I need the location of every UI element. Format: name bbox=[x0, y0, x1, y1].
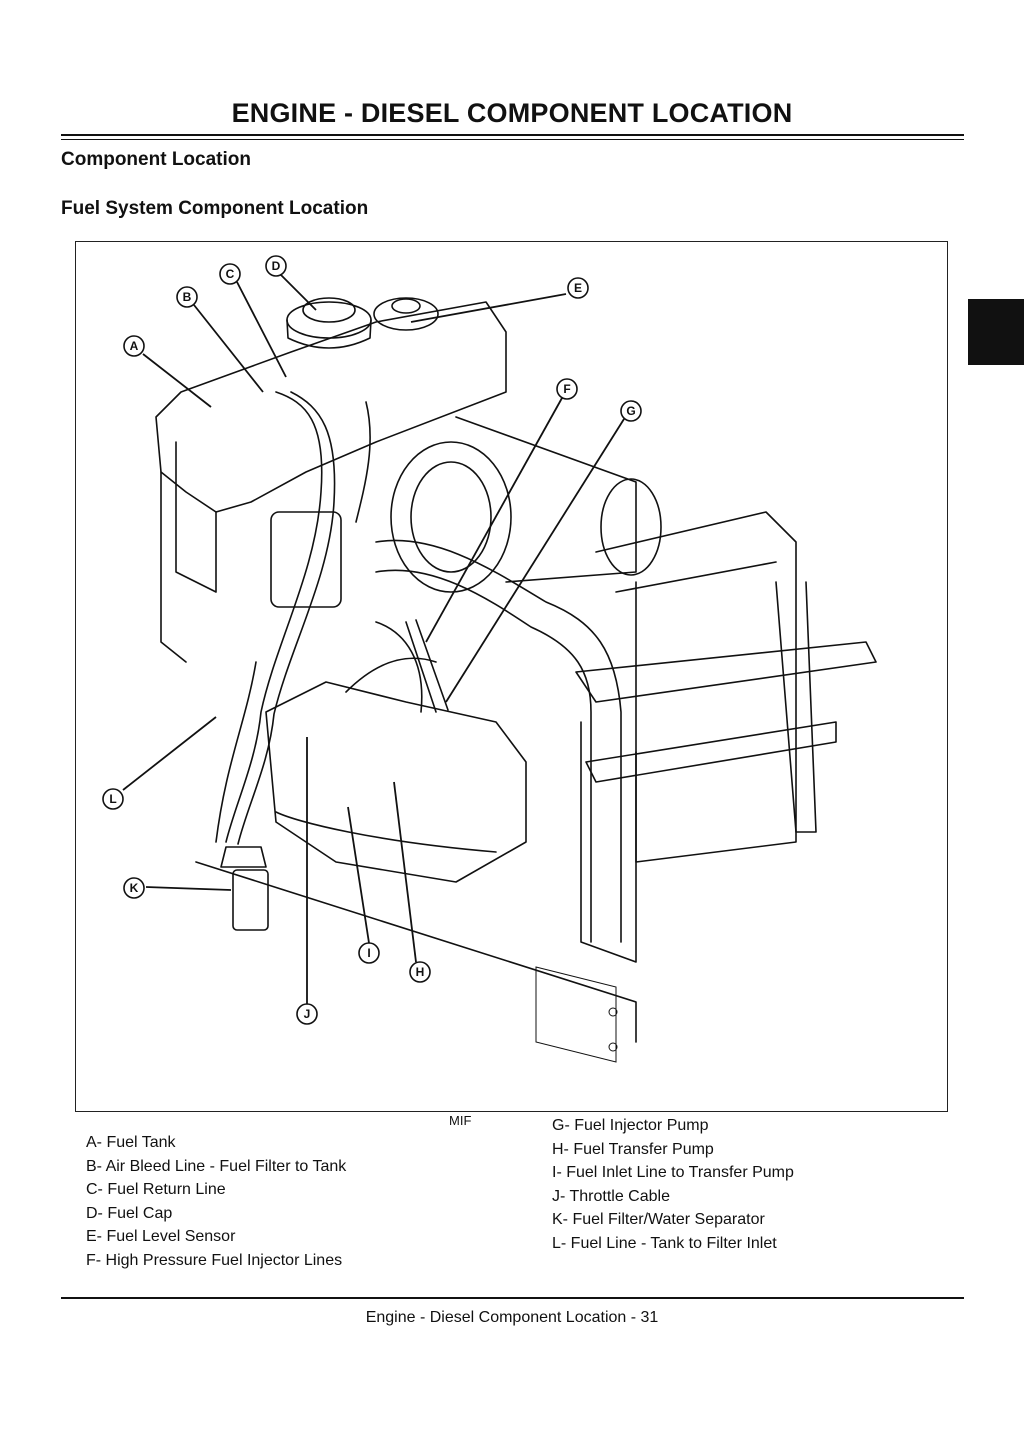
leader-h bbox=[393, 781, 417, 963]
legend-item: A- Fuel Tank bbox=[86, 1134, 176, 1151]
legend-item: F- High Pressure Fuel Injector Lines bbox=[86, 1251, 343, 1269]
callout-i: I bbox=[358, 942, 380, 964]
svg-text:A: A bbox=[130, 339, 139, 353]
callout-d: D bbox=[265, 255, 287, 277]
legend-item: K- Fuel Filter/Water Separator bbox=[552, 1211, 765, 1228]
svg-text:I: I bbox=[367, 946, 370, 960]
callout-k: K bbox=[123, 877, 145, 899]
legend-item: D- Fuel Cap bbox=[86, 1204, 173, 1222]
svg-text:D: D bbox=[272, 259, 281, 273]
fuel-level-sensor-shape bbox=[373, 297, 439, 331]
legend-item: C- Fuel Return Line bbox=[86, 1181, 226, 1198]
callout-l: L bbox=[102, 788, 124, 810]
callout-a: A bbox=[123, 335, 145, 357]
callout-c: C bbox=[219, 263, 241, 285]
footer-rule bbox=[61, 1297, 964, 1299]
svg-text:G: G bbox=[626, 404, 635, 418]
leader-i bbox=[347, 806, 370, 944]
legend-right: G- Fuel Injector Pump H- Fuel Transfer P… bbox=[552, 1114, 794, 1255]
svg-text:E: E bbox=[574, 281, 582, 295]
chapter-thumb-tab bbox=[968, 299, 1024, 365]
svg-text:B: B bbox=[183, 290, 192, 304]
leader-b bbox=[193, 304, 264, 393]
leader-g bbox=[445, 418, 625, 703]
svg-text:K: K bbox=[130, 881, 139, 895]
engine-illustration: A B C D E F G H I J K L bbox=[75, 241, 948, 1112]
leader-l bbox=[122, 716, 217, 791]
leader-d bbox=[280, 274, 317, 311]
svg-text:J: J bbox=[304, 1007, 311, 1021]
engine-drawing: A B C D E F G H I J K L bbox=[102, 255, 877, 1063]
leader-c bbox=[236, 281, 287, 378]
legend-item: E- Fuel Level Sensor bbox=[86, 1228, 236, 1245]
legend-item: J- Throttle Cable bbox=[552, 1187, 670, 1205]
leader-e bbox=[410, 293, 567, 323]
title-rule-thin bbox=[61, 139, 964, 140]
callout-b: B bbox=[176, 286, 198, 308]
section-heading: Component Location bbox=[61, 149, 251, 170]
callout-j: J bbox=[296, 1003, 318, 1025]
legend-left: A- Fuel Tank B- Air Bleed Line - Fuel Fi… bbox=[86, 1131, 346, 1272]
title-rule bbox=[61, 134, 964, 136]
air-cleaner bbox=[390, 441, 512, 593]
svg-text:F: F bbox=[563, 382, 570, 396]
legend-item: B- Air Bleed Line - Fuel Filter to Tank bbox=[86, 1157, 347, 1175]
callout-h: H bbox=[409, 961, 431, 983]
fuel-filter-shape bbox=[220, 846, 267, 868]
callout-f: F bbox=[556, 378, 578, 400]
figure-code: MIF bbox=[449, 1113, 472, 1128]
svg-text:L: L bbox=[109, 792, 116, 806]
page-title: ENGINE - DIESEL COMPONENT LOCATION bbox=[231, 98, 793, 128]
callout-e: E bbox=[567, 277, 589, 299]
page-footer: Engine - Diesel Component Location - 31 bbox=[365, 1309, 659, 1326]
svg-text:C: C bbox=[226, 267, 235, 281]
leader-k bbox=[145, 886, 232, 891]
svg-text:H: H bbox=[416, 965, 425, 979]
legend-item: G- Fuel Injector Pump bbox=[552, 1117, 709, 1134]
fuel-tank-outline bbox=[155, 301, 507, 513]
leader-f bbox=[425, 397, 563, 643]
leader-a bbox=[142, 353, 212, 408]
legend-item: I- Fuel Inlet Line to Transfer Pump bbox=[552, 1164, 794, 1181]
legend-item: L- Fuel Line - Tank to Filter Inlet bbox=[552, 1234, 777, 1252]
legend-item: H- Fuel Transfer Pump bbox=[552, 1140, 714, 1158]
subsection-heading: Fuel System Component Location bbox=[61, 198, 369, 219]
callout-g: G bbox=[620, 400, 642, 422]
fuel-cap-shape bbox=[286, 301, 372, 339]
